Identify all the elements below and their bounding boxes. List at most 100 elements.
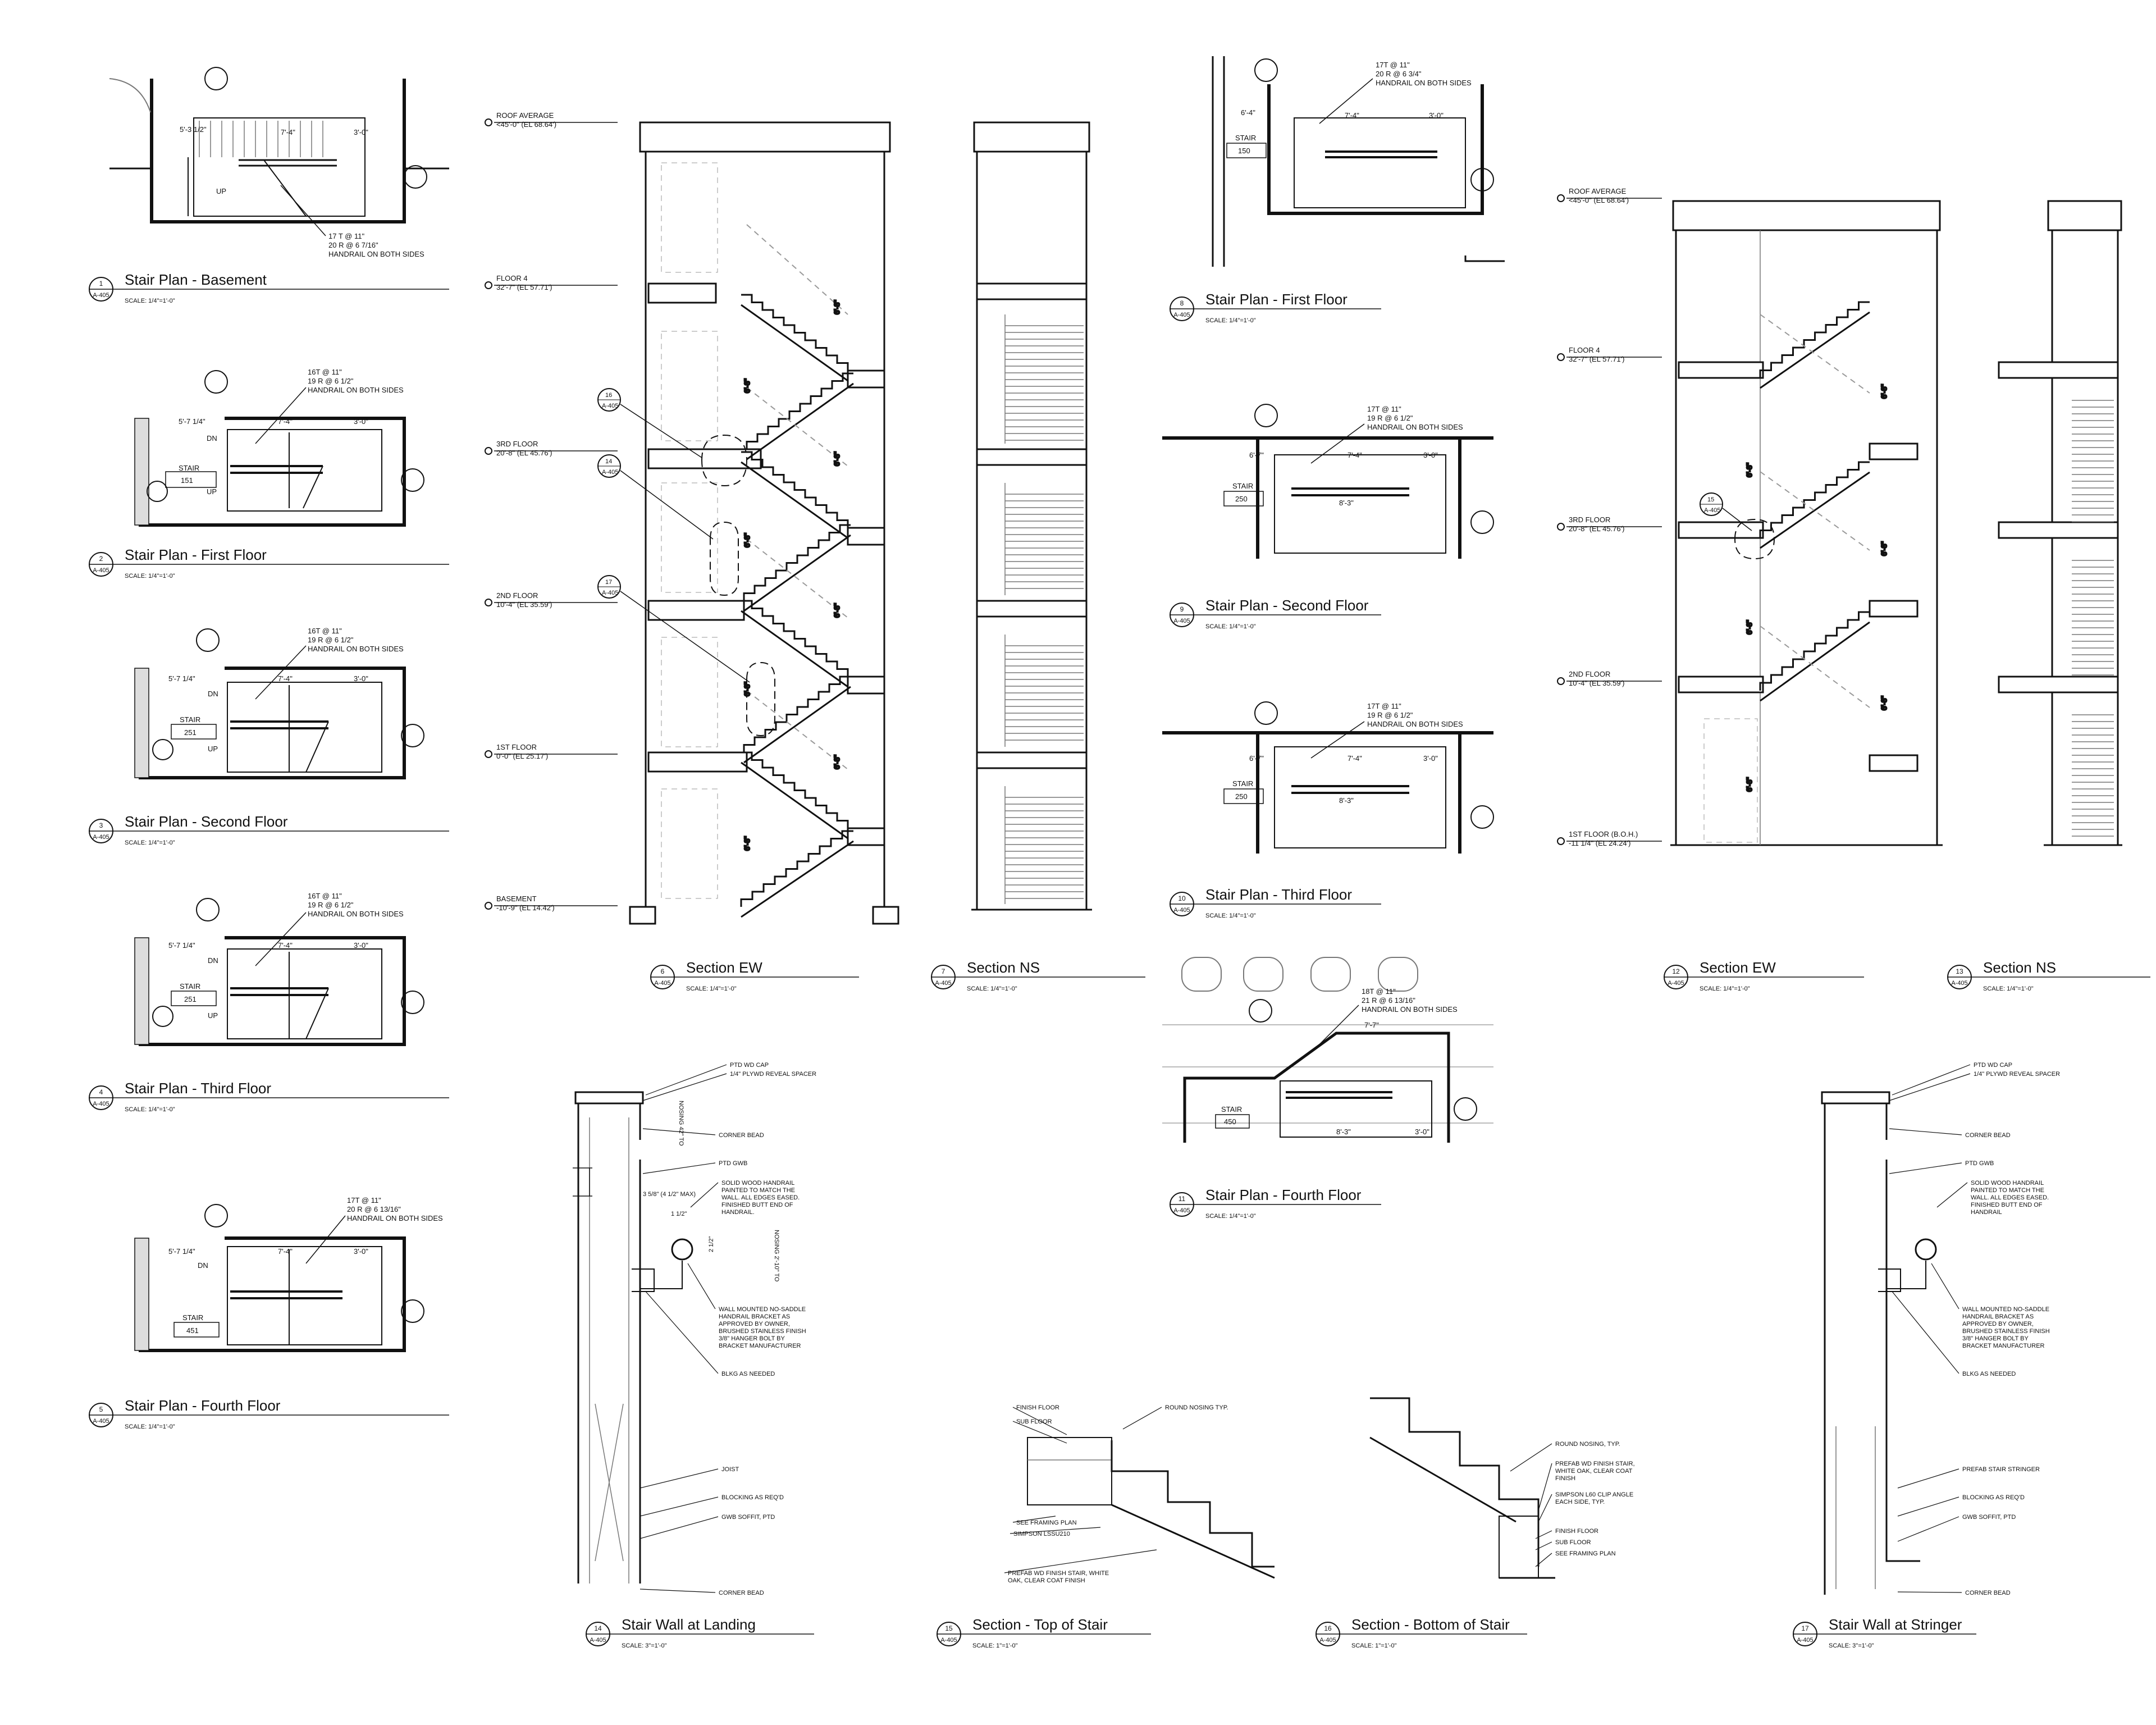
note-10a: 17T @ 11"	[1367, 702, 1401, 710]
detail-label: 1/4" PLYWD REVEAL SPACER	[642, 1071, 816, 1101]
view-title: Stair Wall at Landing	[622, 1616, 756, 1633]
dim-5c: 3'-0"	[354, 1247, 368, 1256]
up-1: UP	[216, 187, 226, 195]
rise-dimension: 6'-8"	[833, 451, 841, 466]
dim-10d: 8'-3"	[1339, 796, 1354, 805]
view-scale: SCALE: 1/4"=1'-0"	[125, 298, 175, 304]
dim-1a: 5'-3 1/2"	[180, 125, 207, 134]
detail-label: SUB FLOOR	[1012, 1418, 1067, 1444]
note-8c: HANDRAIL ON BOTH SIDES	[1376, 79, 1472, 87]
plan-5-fourth-floor: STAIR 451 5'-7 1/4" 7'-4" 3'-0" DN 17T @…	[134, 1196, 443, 1352]
sheet-ref: A-405	[1319, 1637, 1336, 1644]
room-10: 250	[1235, 792, 1248, 801]
view-number: 1	[99, 280, 103, 288]
level-name: ROOF AVERAGE	[1569, 187, 1627, 195]
stair-3: STAIR	[180, 715, 200, 724]
dim-3b: 7'-4"	[278, 674, 293, 683]
label-text: FINISH FLOOR	[1016, 1404, 1059, 1411]
note-11b: 21 R @ 6 13/16"	[1362, 996, 1415, 1005]
detail-label: GWB SOFFIT, PTD	[1897, 1514, 2016, 1542]
view-scale: SCALE: 1/4"=1'-0"	[1983, 985, 2034, 992]
label-text: JOIST	[721, 1466, 739, 1473]
note-11c: HANDRAIL ON BOTH SIDES	[1362, 1005, 1458, 1014]
detail-label: BLKG AS NEEDED	[1892, 1291, 2016, 1377]
label-text: SIMPSON LSSU210	[1013, 1531, 1070, 1537]
note-9a: 17T @ 11"	[1367, 405, 1401, 413]
dim-11a: 7'-7"	[1364, 1021, 1379, 1029]
view-title: Section EW	[1700, 959, 1776, 976]
dim-2a: 5'-7 1/4"	[179, 417, 205, 426]
view-scale: SCALE: 1/4"=1'-0"	[1205, 623, 1256, 630]
level-marker: FLOOR 432'-7" (EL 57.71')	[1557, 346, 1662, 363]
room-2: 151	[181, 476, 193, 485]
detail-16-bottom-of-stair: ROUND NOSING, TYP. PREFAB WD FINISH STAIR…	[1369, 1397, 1635, 1579]
view-title: Stair Plan - Fourth Floor	[125, 1397, 281, 1414]
view-title: Section - Top of Stair	[972, 1616, 1108, 1633]
view-number: 3	[99, 822, 103, 829]
stair-9: STAIR	[1232, 482, 1253, 490]
dim-2b: 7'-4"	[278, 417, 293, 426]
level-elevation: 0'-0" (EL 25.17')	[496, 752, 548, 760]
view-number: 10	[1178, 895, 1186, 902]
dim-8a: 6'-4"	[1241, 108, 1255, 117]
dn-3: DN	[208, 690, 218, 698]
up-2: UP	[207, 487, 217, 496]
svg-text:14: 14	[605, 458, 612, 465]
rise-dimension: 6'-8"	[833, 603, 841, 618]
view-title: Section NS	[967, 959, 1040, 976]
label-text: ROUND NOSING, TYP.	[1555, 1441, 1620, 1448]
detail-label: SIMPSON LSSU210	[1010, 1527, 1101, 1537]
label-text: PREFAB WD FINISH STAIR,WHITE OAK, CLEAR …	[1555, 1461, 1635, 1482]
dim-2c: 3'-0"	[354, 417, 368, 426]
sheet-ref: A-405	[1951, 980, 1967, 987]
dim-1c: 3'-0"	[354, 128, 368, 136]
detail-label: PREFAB STAIR STRINGER	[1897, 1466, 2040, 1489]
dim-10a: 6'-7"	[1249, 754, 1264, 763]
detail-label: JOIST	[640, 1466, 739, 1489]
plan-2-first-floor: STAIR 151 5'-7 1/4" 7'-4" 3'-0" DN UP 16…	[134, 368, 424, 527]
detail-label: ROUND NOSING, TYP.	[1510, 1441, 1620, 1472]
dim-4c: 3'-0"	[354, 941, 368, 950]
label-text: BLKG AS NEEDED	[721, 1371, 775, 1377]
section-7-ns	[971, 121, 1092, 911]
svg-text:A-405: A-405	[602, 403, 618, 409]
note-4c: HANDRAIL ON BOTH SIDES	[308, 910, 404, 918]
plan-1-basement: 5'-3 1/2" 7'-4" 3'-0" UP 17 T @ 11" 20 R…	[109, 67, 449, 258]
view-scale: SCALE: 1/4"=1'-0"	[1700, 985, 1750, 992]
level-name: 2ND FLOOR	[496, 591, 538, 600]
dim-3c: 3'-0"	[354, 674, 368, 683]
note-2b: 19 R @ 6 1/2"	[308, 377, 354, 385]
label-text: CORNER BEAD	[1965, 1132, 2011, 1139]
note-3b: 19 R @ 6 1/2"	[308, 636, 354, 644]
view-scale: SCALE: 1/4"=1'-0"	[125, 573, 175, 579]
level-name: ROOF AVERAGE	[496, 111, 554, 120]
note-10b: 19 R @ 6 1/2"	[1367, 711, 1413, 719]
label-text: SEE FRAMING PLAN	[1555, 1550, 1616, 1557]
note-9c: HANDRAIL ON BOTH SIDES	[1367, 423, 1463, 431]
level-name: FLOOR 4	[496, 274, 528, 282]
view-number: 13	[1956, 968, 1963, 975]
label-text: BLKG AS NEEDED	[1962, 1371, 2016, 1377]
rise-dimension: 6'-8"	[1745, 777, 1753, 792]
detail-label: ROUND NOSING TYP.	[1122, 1404, 1228, 1430]
view-number: 8	[1180, 299, 1184, 307]
sheet-ref: A-405	[93, 834, 109, 841]
view-number: 15	[945, 1624, 953, 1632]
svg-text:16: 16	[605, 392, 612, 399]
dim-8c: 3'-0"	[1429, 111, 1444, 120]
view-title: Section EW	[686, 959, 762, 976]
rise-dimension: 6'-8"	[1880, 384, 1888, 399]
label-text: FINISH FLOOR	[1555, 1528, 1598, 1535]
level-elevation: -10'-9" (EL 14.42')	[496, 903, 555, 912]
dim-10b: 7'-4"	[1347, 754, 1362, 763]
